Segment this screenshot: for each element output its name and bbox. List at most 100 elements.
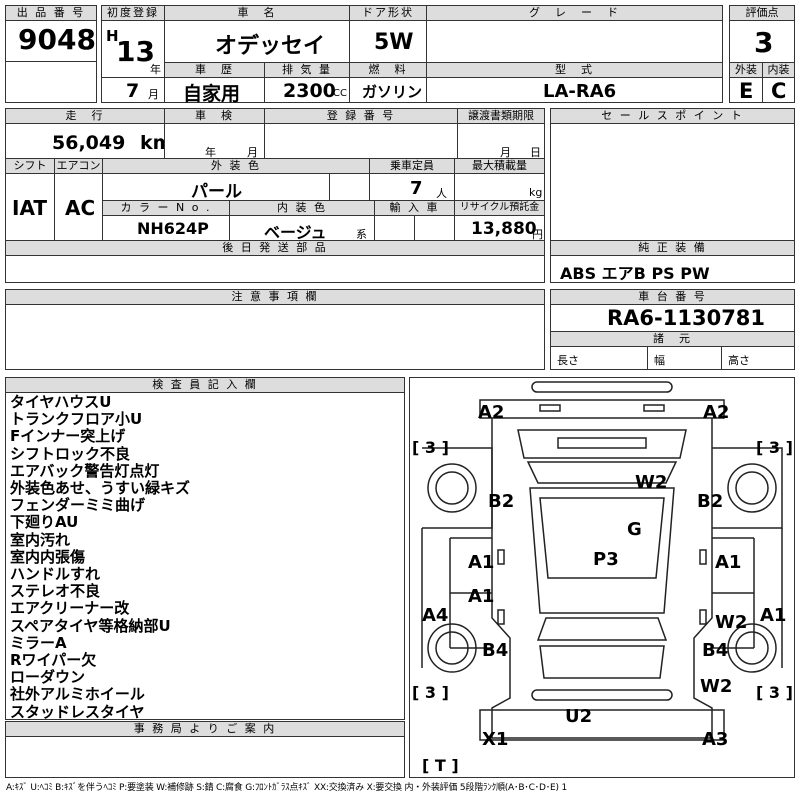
displacement-cell: 2300 CC [264,77,350,103]
inspector-note: ステレオ不良 [10,582,101,601]
mark-quarter-right: B4 [702,640,729,661]
int-color-cell: ベージュ 系 [229,215,375,242]
exterior-header: 外装 [729,62,763,78]
capacity-unit: 人 [436,187,447,200]
car-name-header: 車 名 [164,5,350,21]
first-reg-month-cell: 7 月 [101,77,165,103]
mileage-cell: 56,049 km [5,123,172,159]
inspection-year-unit: 年 [205,146,216,159]
mark-front-door-right: A1 [715,552,742,573]
ext-color-cell: パール [102,173,330,202]
ext-color: パール [191,182,242,202]
chassis-cell: RA6-1130781 [550,304,795,332]
mark-side-right: A1 [760,605,787,626]
color-no: NH624P [137,219,209,238]
mark-front-right: A2 [703,402,730,423]
tire-front-right: [ 3 ] [756,438,793,457]
door-header: ドア形状 [349,5,427,21]
displacement-header: 排 気 量 [264,62,350,78]
lot-number: 9048 [18,23,96,56]
later-parts-cell [5,255,545,283]
interior-cell: C [762,77,795,103]
office-cell [5,736,405,778]
reg-no-cell [264,123,458,159]
era-prefix: H [106,27,119,45]
transfer-month-unit: 月 [500,146,511,159]
capacity-cell: 7 人 [369,173,455,201]
inspection-header: 車 検 [164,108,265,124]
displacement: 2300 [283,80,336,102]
load-header: 最大積載量 [454,158,545,174]
mark-side-left: A4 [422,605,449,626]
fuel-header: 燃 料 [349,62,427,78]
first-reg-header: 初度登録 [101,5,165,21]
reg-month: 7 [126,80,140,102]
inspector-note: 室内汚れ [10,530,71,549]
door-type: 5W [374,30,414,55]
mileage-header: 走 行 [5,108,165,124]
lot-blank-cell [5,61,97,103]
inspector-note: フェンダーミミ曲げ [10,496,146,515]
inspector-note: ローダウン [10,668,86,687]
interior-header: 内装 [762,62,795,78]
int-color: ベージュ [264,223,327,242]
import-cell-a [374,215,415,241]
sales-point-cell [550,123,795,241]
recycle-unit: 円 [532,228,543,241]
transfer-header: 譲渡書類期限 [457,108,545,124]
aircon: AC [65,196,96,220]
mark-rear-bumper-left: X1 [482,729,509,750]
mark-fender-left: B2 [488,491,515,512]
tire-front-left: [ 3 ] [412,438,449,457]
history: 自家用 [183,83,241,105]
recycle-header: リサイクル預託金 [454,200,545,216]
model-cell: LA-RA6 [426,77,723,103]
mark-fender-right: B2 [697,491,724,512]
inspector-note: タイヤハウスU [10,393,112,411]
fuel-cell: ガソリン [349,77,427,103]
inspector-note: ハンドルすれ [10,565,101,583]
car-diagram-panel: A2 A2 W2 B2 B2 G P3 A1 A1 A1 A4 A1 W2 B4… [409,377,795,778]
inspector-note: Rワイパー欠 [10,651,97,669]
exterior-cell: E [729,77,763,103]
lot-number-header: 出 品 番 号 [5,5,97,21]
transfer-cell: 月 日 [457,123,545,159]
recycle-cell: 13,880 円 [454,215,545,241]
mileage: 56,049 [52,132,126,154]
interior-grade: C [771,79,787,103]
width-cell: 幅 [647,346,722,370]
later-parts-header: 後 日 発 送 部 品 [5,240,545,256]
ext-color-header: 外 装 色 [102,158,370,174]
inspector-note: シフトロック不良 [10,444,131,463]
score: 3 [754,26,774,59]
import-cell-b [414,215,455,241]
mark-rear-bumper-right: A3 [702,729,729,750]
inspection-cell: 年 月 [164,123,265,159]
height-label: 高さ [728,354,750,367]
chassis-header: 車 台 番 号 [550,289,795,305]
tire-rear-right: [ 3 ] [756,683,793,702]
capacity-header: 乗車定員 [369,158,455,174]
shift-cell: IAT [5,173,55,241]
tire-spare: [ T ] [422,756,459,775]
length-label: 長さ [557,354,579,367]
lot-number-cell: 9048 [5,20,97,62]
model-header: 型 式 [426,62,723,78]
import-header: 輸 入 車 [374,200,455,216]
displacement-unit: CC [333,88,347,99]
mark-front-left: A2 [478,402,505,423]
int-color-header: 内 装 色 [229,200,375,216]
inspector-note: 外装色あせ、うすい緑キズ [10,479,191,497]
recycle-fee: 13,880 [471,219,537,239]
mark-front-door-left: A1 [468,552,495,573]
equipment-cell: ABS エアB PS PW [550,255,795,283]
door-cell: 5W [349,20,427,63]
inspector-header: 検 査 員 記 入 欄 [5,377,405,393]
load-unit: kg [529,186,543,199]
aircon-cell: AC [54,173,103,241]
history-header: 車 歴 [164,62,265,78]
mark-rear-door-left: A1 [468,586,495,607]
aircon-header: エアコン [54,158,103,174]
inspection-month-unit: 月 [247,146,258,159]
year-unit: 年 [150,63,161,76]
